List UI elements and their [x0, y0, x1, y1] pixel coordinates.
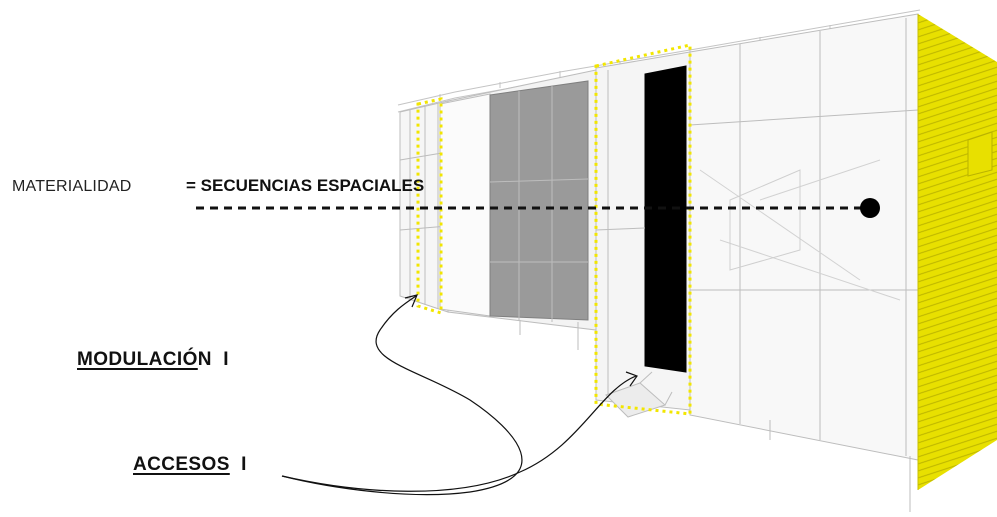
door-module	[595, 51, 691, 418]
accesos-label-underlined: ACCESOS	[133, 454, 230, 475]
accesos-label-rest: I	[229, 454, 247, 475]
highlight-frames	[416, 43, 692, 416]
yellow-side-wall	[917, 14, 997, 490]
endpoint-dot	[860, 198, 880, 218]
leader-lines	[281, 294, 638, 496]
secuencias-espaciales-label: = SECUENCIAS ESPACIALES	[186, 176, 425, 195]
modulacion-label: MODULACIÓN I	[77, 349, 229, 371]
middle-module	[439, 69, 597, 350]
modulacion-label-underlined: MODULACIÓ	[77, 349, 198, 370]
modulacion-label-rest: N I	[197, 349, 229, 370]
materialidad-label: MATERIALIDAD	[12, 178, 132, 195]
accesos-label: ACCESOS I	[133, 454, 247, 476]
right-module	[689, 13, 919, 512]
sequence-axis	[196, 198, 880, 218]
